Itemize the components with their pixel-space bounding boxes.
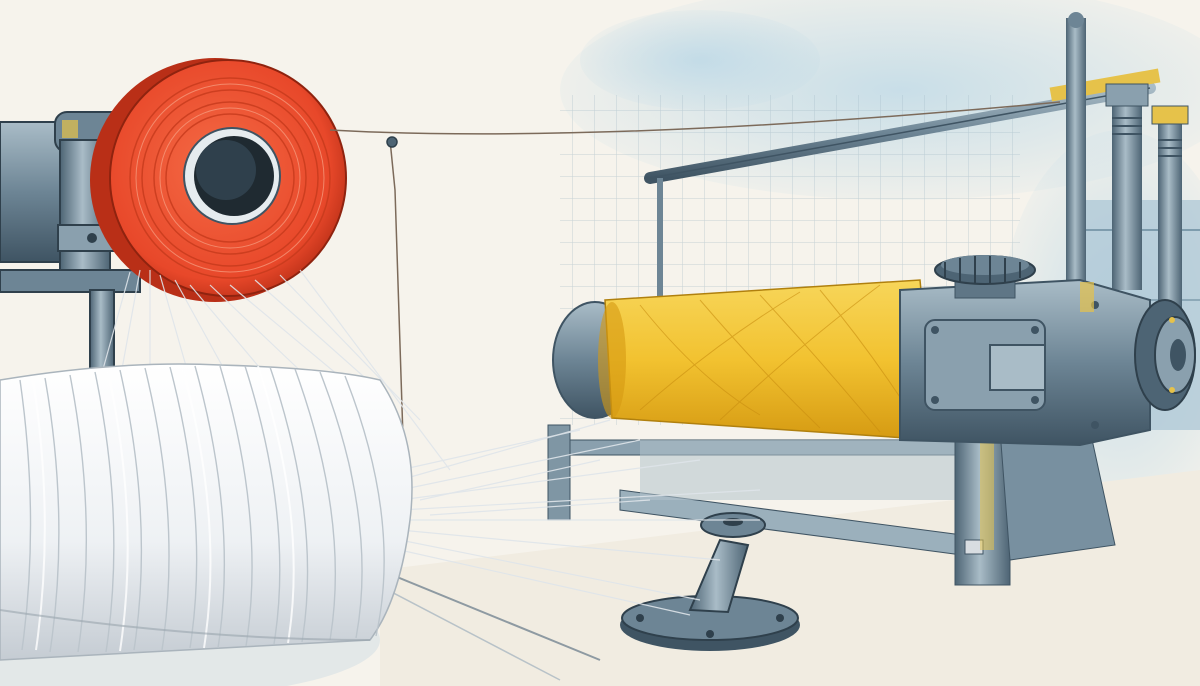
overhead-thread: [329, 101, 1061, 501]
fiber-strands: [99, 269, 761, 616]
white-fiber-coil: [0, 363, 413, 661]
drive-wheel: [1134, 299, 1196, 411]
adjustment-knob: [934, 255, 1036, 299]
gearbox-housing: [899, 278, 1151, 447]
red-fiber-spool: [90, 58, 347, 302]
pedestal-guide-stand: [620, 512, 800, 651]
vertical-support-posts: [1066, 12, 1189, 310]
yellow-winding-roller: [552, 279, 936, 441]
machine-base-frame: [547, 424, 1116, 586]
